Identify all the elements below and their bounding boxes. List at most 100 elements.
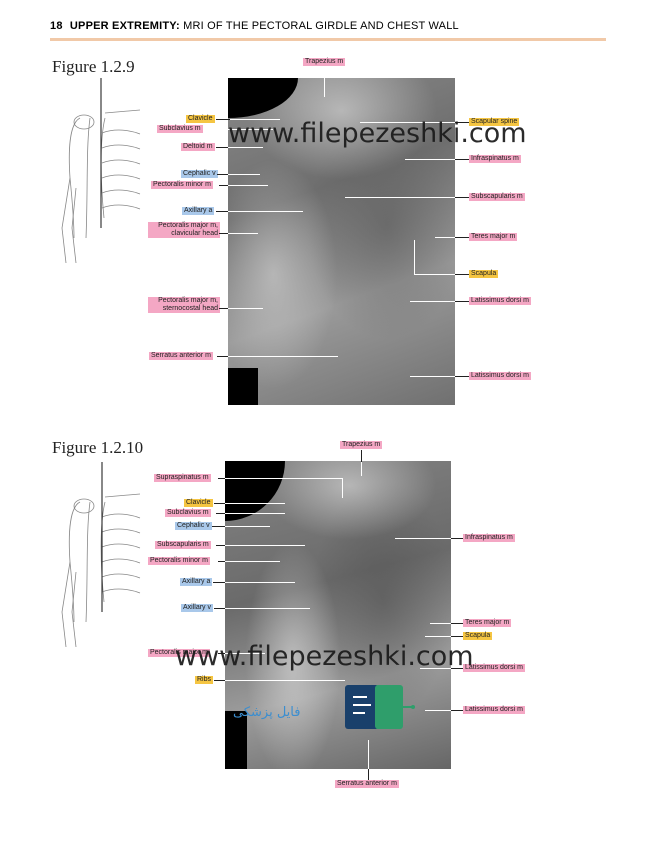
section-title: UPPER EXTREMITY: [69, 20, 180, 32]
leader-line [219, 308, 228, 309]
leader-line [455, 301, 469, 302]
label-pec-major-sternocostal: Pectoralis major m, sternocostal head [148, 297, 220, 313]
label-pec-major-clavicular: Pectoralis major m, clavicular head [148, 222, 220, 238]
leader-line [228, 174, 260, 175]
leader-line [218, 561, 225, 562]
label-teres-major: Teres major m [469, 233, 518, 241]
label-serratus: Serratus anterior m [149, 352, 213, 360]
leader-line [230, 119, 280, 120]
label-axillary-a: Axillary a [182, 207, 215, 215]
label-axillary-a: Axillary a [180, 578, 213, 586]
label-teres-major: Teres major m [463, 619, 512, 627]
leader-line [225, 561, 280, 562]
leader-line [425, 636, 451, 637]
leader-line [405, 159, 455, 160]
leader-line [420, 668, 451, 669]
leader-line [451, 710, 463, 711]
figure-title: Figure 1.2.9 [52, 57, 135, 76]
label-trapezius: Trapezius m [340, 441, 383, 449]
leader-line [361, 462, 362, 476]
leader-line [455, 274, 469, 275]
label-subscapularis: Subscapularis m [155, 541, 211, 549]
label-subclavius: Subclavius m [165, 509, 211, 517]
leader-line [216, 545, 225, 546]
label-scapular-spine: Scapular spine [469, 118, 520, 126]
leader-line [225, 478, 343, 479]
leader-line [451, 668, 463, 669]
leader-line [451, 636, 463, 637]
mri-image-sagittal-1 [228, 78, 455, 405]
leader-line [451, 623, 463, 624]
leader-line [213, 582, 225, 583]
label-cephalic: Cephalic v [175, 522, 212, 530]
leader-line [225, 545, 305, 546]
leader-line [455, 197, 469, 198]
site-logo-icon [345, 685, 415, 729]
leader-line [345, 197, 455, 198]
page-number: 18 [50, 20, 63, 32]
leader-line [228, 233, 258, 234]
logo-text: فایل پزشکی [233, 705, 301, 720]
mri-image-sagittal-2 [225, 461, 451, 769]
running-header: 18 UPPER EXTREMITY: MRI OF THE PECTORAL … [50, 20, 606, 41]
leader-line [219, 233, 228, 234]
leader-line [228, 356, 338, 357]
label-subclavius: Subclavius m [157, 125, 203, 133]
leader-line [342, 478, 343, 498]
leader-line [368, 769, 369, 780]
leader-line [216, 211, 228, 212]
leader-line [410, 376, 455, 377]
label-supraspinatus: Supraspinatus m [154, 474, 211, 482]
leader-line [225, 653, 265, 654]
watermark-text: www.filepezeshki.com [228, 118, 527, 149]
label-clavicle: Clavicle [184, 499, 213, 507]
leader-line [216, 119, 230, 120]
label-deltoid: Deltoid m [181, 143, 215, 151]
leader-line [225, 680, 345, 681]
label-pec-major: Pectoralis major m [148, 649, 210, 657]
skeleton-icon [61, 462, 141, 648]
leader-line [225, 503, 285, 504]
leader-line [225, 582, 295, 583]
leader-line [228, 185, 268, 186]
label-subscapularis: Subscapularis m [469, 193, 525, 201]
leader-line [217, 174, 228, 175]
label-ribs: Ribs [195, 676, 214, 684]
leader-line [218, 478, 225, 479]
leader-line [435, 237, 455, 238]
label-latissimus-1: Latissimus dorsi m [469, 297, 531, 305]
leader-line [430, 623, 451, 624]
label-scapula: Scapula [469, 270, 499, 278]
label-latissimus-2: Latissimus dorsi m [463, 706, 525, 714]
leader-line [395, 538, 451, 539]
label-infraspinatus: Infraspinatus m [469, 155, 521, 163]
leader-line [425, 710, 451, 711]
leader-line [455, 237, 469, 238]
leader-line [228, 129, 273, 130]
leader-line [414, 274, 455, 275]
label-infraspinatus: Infraspinatus m [463, 534, 515, 542]
figure-title: Figure 1.2.10 [52, 438, 144, 457]
leader-line [225, 513, 285, 514]
leader-line [360, 122, 455, 123]
leader-line [225, 526, 270, 527]
leader-line [225, 608, 310, 609]
leader-line [214, 503, 225, 504]
leader-line [455, 122, 469, 123]
leader-line [214, 608, 225, 609]
leader-line [219, 185, 228, 186]
leader-line [217, 356, 228, 357]
label-latissimus-1: Latissimus dorsi m [463, 664, 525, 672]
leader-line [455, 159, 469, 160]
leader-line [228, 211, 303, 212]
label-cephalic: Cephalic v [181, 170, 218, 178]
leader-line [455, 376, 469, 377]
leader-line [218, 653, 225, 654]
skeleton-icon [61, 78, 141, 264]
label-trapezius: Trapezius m [303, 58, 346, 66]
label-serratus: Serratus anterior m [335, 780, 399, 788]
leader-line [368, 740, 369, 769]
label-pec-minor: Pectoralis minor m [151, 181, 213, 189]
leader-line [361, 450, 362, 462]
label-axillary-v: Axillary v [181, 604, 214, 612]
